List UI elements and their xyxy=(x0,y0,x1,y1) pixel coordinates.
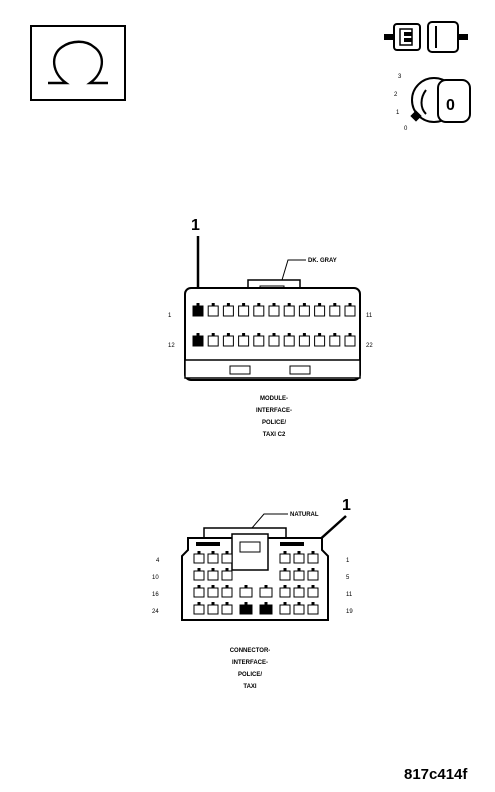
c2-pin-cavity xyxy=(253,335,265,347)
c2-pin-cavity xyxy=(298,335,310,347)
interface-pin-cavity xyxy=(221,587,233,598)
c2-pin-cavity xyxy=(268,305,280,317)
c2-caption-line-1: MODULE- xyxy=(260,396,288,402)
interface-pin-cavity xyxy=(193,587,205,598)
ignition-key-label: 0 xyxy=(446,97,455,114)
c2-wire-color: DK. GRAY xyxy=(308,258,337,264)
interface-center-cavity xyxy=(239,604,253,615)
interface-pin-cavity xyxy=(293,553,305,564)
interface-pin-cavity xyxy=(279,553,291,564)
interface-pin-cavity xyxy=(221,570,233,581)
c2-pin-cavity xyxy=(329,305,341,317)
c2-pin-cavity xyxy=(192,305,204,317)
c2-pin-cavity xyxy=(329,335,341,347)
interface-pin-label-right-2: 5 xyxy=(346,575,350,581)
interface-wire-color: NATURAL xyxy=(290,512,319,518)
interface-pin-label-right-3: 11 xyxy=(346,592,353,598)
c2-caption-line-3: POLICE/ xyxy=(262,420,286,426)
interface-pin-label-left-4: 24 xyxy=(152,609,159,615)
c2-pin-label-bottom-right: 22 xyxy=(366,343,373,349)
c2-pin-cavity xyxy=(192,335,204,347)
c2-caption-line-4: TAXI C2 xyxy=(263,432,286,438)
c2-pin-cavity xyxy=(238,305,250,317)
interface-pin-cavity xyxy=(207,553,219,564)
interface-pin-cavity xyxy=(307,553,319,564)
ohm-symbol-icon xyxy=(30,25,126,101)
c2-pin-cavity xyxy=(314,335,326,347)
interface-pin-label-right-4: 19 xyxy=(346,609,353,615)
interface-pin-cavity xyxy=(221,604,233,615)
interface-pin-label-right-1: 1 xyxy=(346,558,350,564)
ignition-position-0: 0 xyxy=(404,126,408,132)
ignition-switch-icon: 3 2 1 0 0 xyxy=(390,68,480,138)
c2-pin-cavity xyxy=(344,305,356,317)
c2-pin-cavity xyxy=(207,305,219,317)
interface-pin-cavity xyxy=(193,570,205,581)
figure-id: 817c414f xyxy=(404,766,468,783)
interface-center-cavity xyxy=(239,587,253,598)
interface-pin-cavity xyxy=(279,604,291,615)
c2-callout-number: 1 xyxy=(191,217,200,234)
c2-caption-line-2: INTERFACE- xyxy=(256,408,292,414)
c2-pin-label-top-left: 1 xyxy=(168,313,172,319)
interface-center-cavity xyxy=(259,604,273,615)
interface-pin-label-left-3: 16 xyxy=(152,592,159,598)
interface-callout-number: 1 xyxy=(342,497,351,514)
ignition-position-3: 3 xyxy=(398,74,402,80)
c2-pin-cavity xyxy=(344,335,356,347)
interface-pin-cavity xyxy=(307,604,319,615)
c2-pin-cavity xyxy=(238,335,250,347)
ignition-position-2: 2 xyxy=(394,92,398,98)
c2-pin-cavity xyxy=(298,305,310,317)
ignition-position-1: 1 xyxy=(396,110,400,116)
interface-caption-line-3: POLICE/ xyxy=(238,672,262,678)
interface-caption-line-4: TAXI xyxy=(243,684,257,690)
interface-pin-cavity xyxy=(279,570,291,581)
interface-pin-cavity xyxy=(207,604,219,615)
interface-pin-cavity xyxy=(293,587,305,598)
interface-pin-cavity xyxy=(307,587,319,598)
disconnect-connector-icon xyxy=(382,14,477,58)
interface-pin-cavity xyxy=(221,553,233,564)
c2-pin-cavity xyxy=(222,335,234,347)
c2-pin-label-top-right: 11 xyxy=(366,313,373,319)
c2-pin-cavity xyxy=(314,305,326,317)
module-interface-c2-connector: 1 DK. GRAY 1 11 12 22 MODULE- INTERFACE-… xyxy=(160,210,390,450)
interface-pin-cavity xyxy=(193,604,205,615)
interface-pin-cavity xyxy=(207,570,219,581)
interface-pin-label-left-1: 4 xyxy=(156,558,160,564)
interface-pin-cavity xyxy=(307,570,319,581)
interface-caption-line-2: INTERFACE- xyxy=(232,660,268,666)
interface-pin-label-left-2: 10 xyxy=(152,575,159,581)
c2-pin-label-bottom-left: 12 xyxy=(168,343,175,349)
c2-pin-cavity xyxy=(207,335,219,347)
interface-pin-cavity xyxy=(293,570,305,581)
c2-pin-cavity xyxy=(283,305,295,317)
interface-pin-cavity xyxy=(279,587,291,598)
interface-pin-cavity xyxy=(207,587,219,598)
connector-interface-police-taxi: 1 NATURAL 4 10 16 24 1 5 11 19 CONNECTOR… xyxy=(140,490,375,720)
interface-pin-cavity xyxy=(293,604,305,615)
interface-pin-cavity xyxy=(193,553,205,564)
c2-pin-cavity xyxy=(268,335,280,347)
c2-pin-cavity xyxy=(253,305,265,317)
c2-pin-cavity xyxy=(283,335,295,347)
c2-pin-cavity xyxy=(222,305,234,317)
interface-caption-line-1: CONNECTOR- xyxy=(230,648,271,654)
interface-center-cavity xyxy=(259,587,273,598)
